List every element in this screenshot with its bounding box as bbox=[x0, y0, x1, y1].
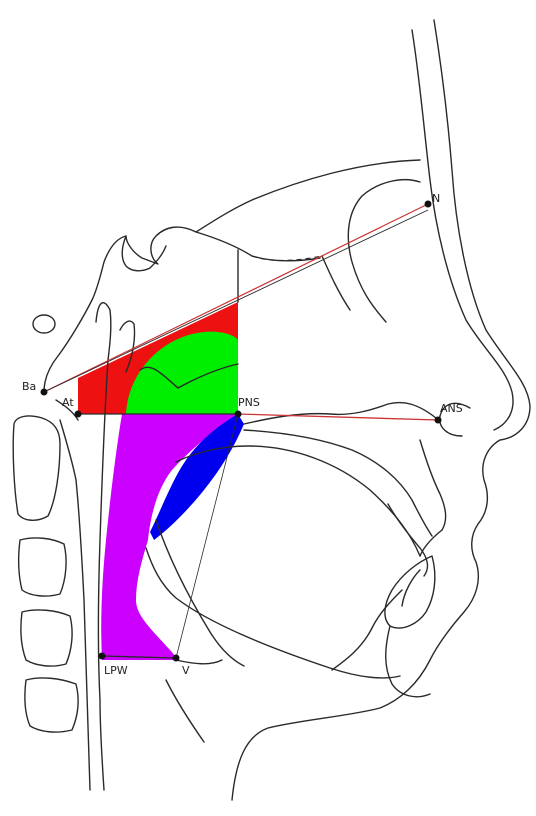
sphenoid-outline bbox=[196, 232, 320, 261]
point-pns bbox=[235, 411, 242, 418]
larynx-line bbox=[166, 680, 204, 742]
hard-palate bbox=[244, 403, 436, 424]
label-at: At bbox=[62, 396, 74, 409]
upper-incisor bbox=[388, 504, 427, 576]
mandible-outline bbox=[332, 590, 402, 670]
sella-outline bbox=[122, 236, 166, 271]
vertebra-c4 bbox=[25, 678, 78, 732]
point-at bbox=[75, 411, 82, 418]
orbit-outline bbox=[348, 180, 420, 322]
skin-profile bbox=[232, 20, 530, 800]
point-v bbox=[173, 655, 180, 662]
spine-front bbox=[60, 420, 90, 790]
label-pns: PNS bbox=[238, 396, 260, 409]
vertebra-c2 bbox=[19, 538, 66, 596]
upper-lip bbox=[420, 440, 446, 530]
atlas-ring bbox=[33, 315, 55, 333]
label-lpw: LPW bbox=[104, 664, 128, 677]
point-n bbox=[425, 201, 432, 208]
label-ba: Ba bbox=[22, 380, 36, 393]
tongue-base bbox=[146, 548, 400, 678]
nasal-bone bbox=[412, 30, 513, 430]
point-ans bbox=[435, 417, 442, 424]
vertebra-c3 bbox=[21, 610, 72, 666]
mandible-ramus bbox=[156, 520, 244, 666]
point-ba bbox=[41, 389, 48, 396]
label-v: V bbox=[182, 664, 190, 677]
vertebra-c1 bbox=[13, 416, 60, 520]
lower-tooth-inner bbox=[402, 570, 420, 606]
label-n: N bbox=[432, 192, 440, 205]
palate-lower bbox=[244, 430, 432, 536]
chin-outline bbox=[386, 626, 430, 697]
point-lpw bbox=[99, 653, 106, 660]
label-ans: ANS bbox=[440, 402, 463, 415]
orbit-floor bbox=[322, 256, 350, 310]
